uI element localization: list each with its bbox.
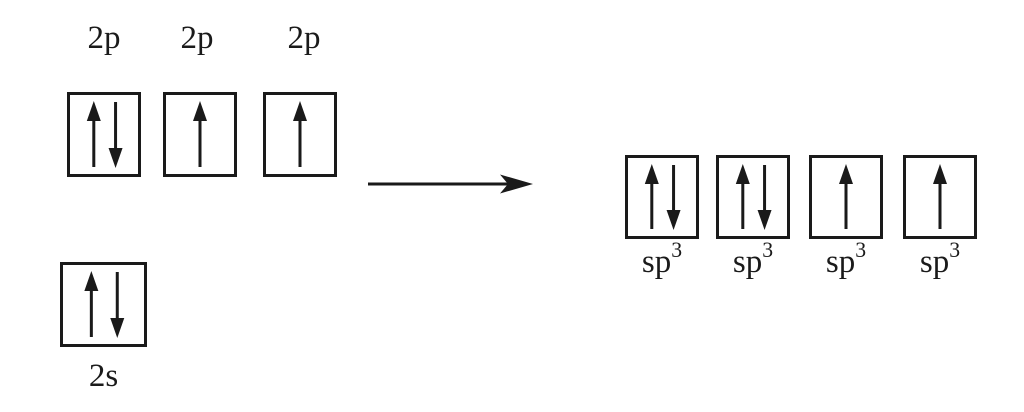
orbital-box-2p-1 [67, 92, 141, 177]
spin-up-arrow-icon [293, 101, 307, 167]
orbital-box-sp3-4 [903, 155, 977, 239]
spin-down-arrow-icon [666, 165, 681, 230]
sp3-label-superscript: 3 [671, 238, 683, 263]
sp3-label-base: sp [919, 244, 950, 280]
electron-arrows-icon [293, 101, 307, 167]
reaction-arrow-icon [368, 174, 533, 194]
orbital-box-sp3-2 [716, 155, 790, 239]
orbital-label-2p-2: 2p [180, 20, 214, 56]
electron-arrows-icon [86, 101, 123, 168]
spin-down-arrow-icon [108, 102, 123, 168]
spin-up-arrow-icon [84, 271, 99, 337]
orbital-box-2p-2 [163, 92, 237, 177]
electron-arrows-icon [84, 271, 125, 338]
sp3-label-superscript: 3 [949, 238, 961, 263]
electron-arrows-icon [933, 164, 947, 229]
electron-arrows-icon [839, 164, 853, 229]
sp3-label-superscript: 3 [762, 238, 774, 263]
sp3-label-base: sp [825, 244, 856, 280]
orbital-label-2p-3: 2p [287, 20, 321, 56]
spin-up-arrow-icon [839, 164, 853, 229]
orbital-box-2s [60, 262, 147, 347]
spin-up-arrow-icon [193, 101, 207, 167]
spin-up-arrow-icon [933, 164, 947, 229]
orbital-box-2p-3 [263, 92, 337, 177]
orbital-label-2p-1: 2p [87, 20, 121, 56]
electron-arrows-icon [193, 101, 207, 167]
orbital-label-sp3-2: sp3 [716, 240, 790, 280]
sp3-label-base: sp [732, 244, 763, 280]
sp3-label-base: sp [641, 244, 672, 280]
spin-up-arrow-icon [86, 101, 101, 167]
orbital-box-sp3-3 [809, 155, 883, 239]
orbital-label-sp3-3: sp3 [809, 240, 883, 280]
sp3-label-superscript: 3 [855, 238, 867, 263]
electron-arrows-icon [644, 164, 681, 230]
orbital-label-sp3-4: sp3 [903, 240, 977, 280]
spin-up-arrow-icon [735, 164, 750, 229]
electron-arrows-icon [735, 164, 772, 230]
spin-down-arrow-icon [110, 272, 125, 338]
orbital-label-sp3-1: sp3 [625, 240, 699, 280]
orbital-box-sp3-1 [625, 155, 699, 239]
orbital-label-2s: 2s [88, 358, 119, 394]
spin-up-arrow-icon [644, 164, 659, 229]
spin-down-arrow-icon [757, 165, 772, 230]
